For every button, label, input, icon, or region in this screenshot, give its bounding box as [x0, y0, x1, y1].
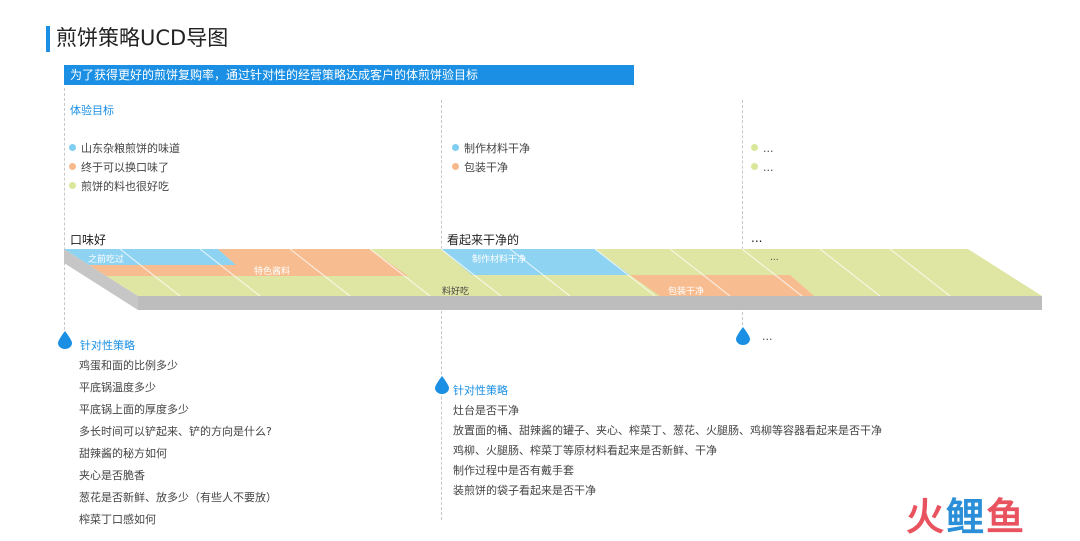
title-accent-bar: [46, 26, 50, 52]
band-label-good-filling: 料好吃: [442, 287, 470, 297]
experience-goal-label: 体验目标: [70, 104, 114, 117]
goal-banner: 为了获得更好的煎饼复购率，通过针对性的经营策略达成客户的体煎饼验目标: [64, 65, 634, 85]
strategy-item: 制作过程中是否有戴手套: [453, 464, 574, 477]
strategy-item: 平底锅上面的厚度多少: [79, 403, 189, 416]
strategy-item: 夹心是否脆香: [79, 469, 145, 482]
goal-item: 包装干净: [452, 161, 530, 175]
strategy-list-taste: 鸡蛋和面的比例多少 平底锅温度多少 平底锅上面的厚度多少 多长时间可以铲起来、铲…: [79, 357, 277, 533]
band-label-special-sauce: 特色酱料: [254, 267, 291, 277]
goal-item: 山东杂粮煎饼的味道: [69, 142, 180, 156]
page-title: 煎饼策略UCD导图: [56, 26, 229, 50]
goal-item: ...: [751, 161, 774, 175]
strategy-item: 放置面的桶、甜辣酱的罐子、夹心、榨菜丁、葱花、火腿肠、鸡柳等容器看起来是否干净: [453, 424, 882, 437]
water-drop-icon: [435, 376, 449, 394]
column-divider-1: [64, 88, 65, 330]
strategy-label-more: ...: [762, 330, 773, 343]
strategy-item: 鸡柳、火腿肠、榨菜丁等原材料看起来是否新鲜、干净: [453, 444, 717, 457]
goal-list-taste: 山东杂粮煎饼的味道 终于可以换口味了 煎饼的料也很好吃: [69, 142, 180, 194]
strategy-label-clean: 针对性策略: [453, 384, 508, 397]
goal-item: 制作材料干净: [452, 142, 530, 156]
band-segment-blue-2: [441, 249, 630, 275]
water-drop-icon: [736, 327, 750, 345]
band-stripes: [119, 249, 951, 296]
strategy-item: 葱花是否新鲜、放多少（有些人不要放）: [79, 491, 277, 504]
water-drop-icon: [58, 331, 72, 349]
column-title-taste: 口味好: [70, 233, 107, 247]
band-label-clean-materials: 制作材料干净: [472, 255, 527, 265]
strategy-item: 甜辣酱的秘方如何: [79, 447, 167, 460]
strategy-item: 装煎饼的袋子看起来是否干净: [453, 484, 596, 497]
column-divider-3: [742, 100, 743, 325]
green-dot-icon: [751, 144, 758, 151]
column-title-clean: 看起来干净的: [447, 233, 520, 247]
green-dot-icon: [69, 182, 76, 189]
strategy-label-taste: 针对性策略: [80, 339, 135, 352]
goal-list-more: ... ...: [751, 142, 774, 175]
band-segment-blue-1: [64, 249, 236, 265]
green-dot-icon: [751, 163, 758, 170]
band-side-face: [64, 249, 138, 310]
blue-dot-icon: [452, 144, 459, 151]
strategy-item: 鸡蛋和面的比例多少: [79, 359, 178, 372]
goal-list-clean: 制作材料干净 包装干净: [452, 142, 530, 175]
orange-dot-icon: [69, 163, 76, 170]
goal-item: 煎饼的料也很好吃: [69, 180, 180, 194]
brand-logo: 火鲤鱼: [906, 495, 1027, 539]
goal-item: 终于可以换口味了: [69, 161, 180, 175]
band-segment-orange-1: [80, 249, 408, 276]
band-label-eaten-before: 之前吃过: [88, 255, 125, 265]
band-label-clean-packaging: 包装干净: [668, 287, 705, 297]
strategy-item: 灶台是否干净: [453, 404, 519, 417]
band-bottom-face: [138, 296, 1042, 310]
orange-dot-icon: [452, 163, 459, 170]
strategy-item: 榨菜丁口感如何: [79, 513, 156, 526]
band-label-more: ...: [770, 253, 779, 263]
blue-dot-icon: [69, 144, 76, 151]
goal-item: ...: [751, 142, 774, 156]
strategy-item: 多长时间可以铲起来、铲的方向是什么?: [79, 425, 272, 438]
strategy-item: 平底锅温度多少: [79, 381, 156, 394]
column-title-more: ...: [751, 231, 763, 245]
band-segment-orange-2: [630, 275, 814, 296]
strategy-list-clean: 灶台是否干净 放置面的桶、甜辣酱的罐子、夹心、榨菜丁、葱花、火腿肠、鸡柳等容器看…: [453, 402, 882, 502]
